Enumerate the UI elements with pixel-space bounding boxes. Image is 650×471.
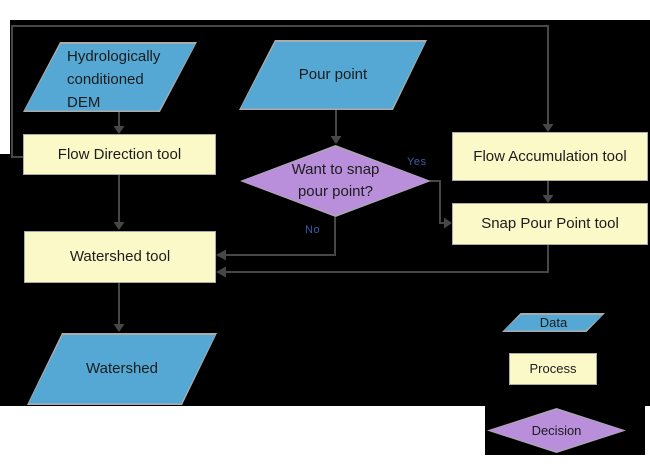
- connector-snap-to-watershed-tool: [226, 245, 549, 273]
- legend-decision-label: Decision: [531, 422, 582, 438]
- connector-flow-direction-to-flow-accumulation: [11, 25, 549, 158]
- legend-data-label: Data: [539, 314, 568, 330]
- node-pour-point: Pour point: [239, 40, 427, 110]
- node-pour-point-label: Pour point: [298, 66, 368, 83]
- arrowhead-into-decision: [330, 136, 342, 144]
- legend-decision-shape: Decision: [487, 408, 626, 453]
- legend-data-shape: Data: [502, 313, 605, 332]
- node-flow-direction-label: Flow Direction tool: [57, 145, 182, 163]
- arrowhead-into-snap-top: [542, 195, 554, 203]
- label-yes: Yes: [407, 156, 427, 168]
- node-dem: Hydrologically conditioned DEM: [23, 42, 197, 112]
- node-snap-decision-label: Want to snap pour point?: [291, 161, 380, 200]
- arrowhead-into-flow-accumulation: [542, 124, 554, 132]
- arrowhead-into-flow-direction: [113, 126, 125, 134]
- node-flow-direction: Flow Direction tool: [23, 134, 216, 175]
- node-dem-label: Hydrologically conditioned DEM: [67, 48, 161, 111]
- arrowhead-into-watershed: [113, 324, 125, 332]
- arrowhead-into-watershed-tool-top: [113, 222, 125, 230]
- arrowhead-no-into-watershed-tool: [216, 249, 226, 261]
- node-flow-accumulation-label: Flow Accumulation tool: [473, 147, 627, 165]
- node-pour-point-fill: [240, 41, 426, 109]
- node-watershed-output-fill: [28, 334, 216, 404]
- node-snap-pour-point-label: Snap Pour Point tool: [481, 215, 619, 232]
- node-watershed-output: Watershed: [27, 333, 217, 405]
- connector-decision-yes-to-snap: [430, 180, 444, 224]
- node-flow-accumulation: Flow Accumulation tool: [452, 132, 648, 181]
- arrowhead-snap-into-watershed-tool: [216, 266, 226, 278]
- node-watershed-tool-label: Watershed tool: [69, 248, 171, 265]
- connector-decision-no-to-watershed-tool: [226, 217, 336, 256]
- label-no: No: [305, 224, 321, 236]
- arrowhead-yes-into-snap: [444, 217, 452, 229]
- node-snap-decision: Want to snap pour point?: [240, 145, 431, 217]
- legend-process-label: Process: [529, 361, 577, 376]
- legend-data-fill: [503, 314, 604, 331]
- node-snap-pour-point: Snap Pour Point tool: [452, 203, 648, 245]
- node-watershed-tool: Watershed tool: [24, 231, 216, 283]
- legend-process-shape: Process: [509, 353, 597, 385]
- node-watershed-output-label: Watershed: [86, 360, 158, 377]
- diagram-background-notch: [0, 20, 10, 154]
